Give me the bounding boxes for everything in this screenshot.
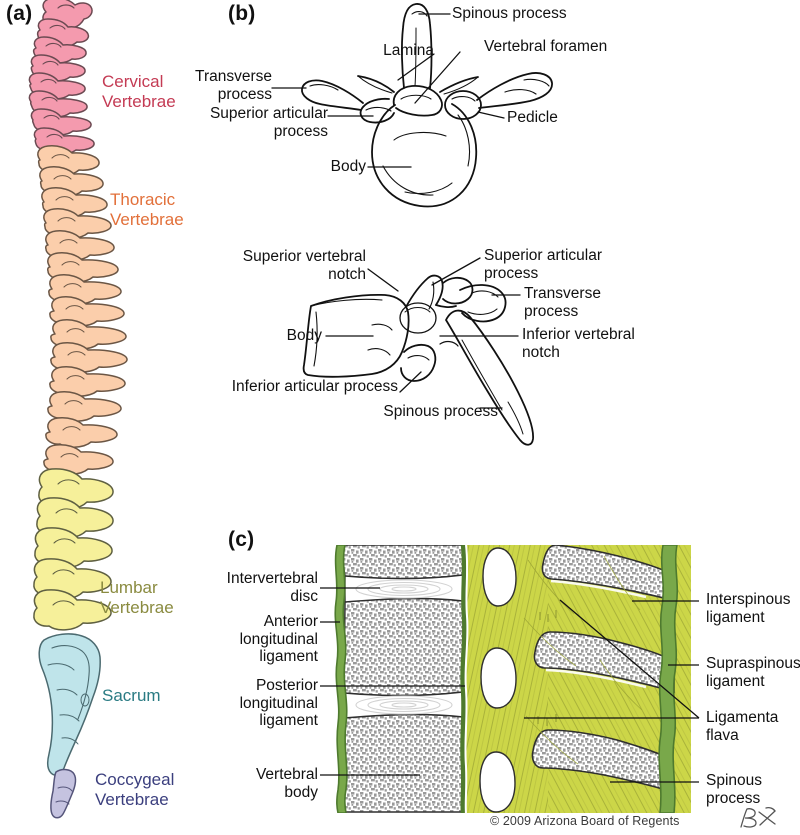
region-label-cervical-text: Cervical Vertebrae — [102, 72, 176, 111]
label-text: Superior vertebral notch — [242, 248, 366, 283]
panel-a-letter: (a) — [6, 2, 33, 25]
panel-c-leader-lines — [320, 587, 700, 783]
artist-signature-icon — [740, 806, 776, 828]
label-text: Body — [330, 158, 366, 175]
label-spinous-process-lateral: Spinous process — [340, 403, 498, 421]
label-text: Superior articular process — [484, 247, 603, 282]
label-superior-articular-process-sup: Superior articular process — [148, 105, 328, 140]
label-text: Spinous process — [383, 403, 498, 420]
cervical-region — [28, 0, 95, 155]
label-superior-articular-process-lat: Superior articular process — [484, 247, 602, 282]
label-anterior-longitudinal-ligament: Anterior longitudinal ligament — [190, 613, 318, 666]
label-intervertebral-disc: Intervertebral disc — [190, 570, 318, 605]
label-text: Posterior longitudinal ligament — [239, 677, 318, 729]
label-posterior-longitudinal-ligament: Posterior longitudinal ligament — [190, 677, 318, 730]
label-inferior-vertebral-notch: Inferior vertebral notch — [522, 326, 635, 361]
label-text: Body — [286, 327, 322, 344]
label-ligamenta-flava: Ligamenta flava — [706, 709, 778, 744]
label-text: Transverse process — [524, 285, 601, 320]
label-superior-vertebral-notch: Superior vertebral notch — [228, 248, 366, 283]
label-body-superior: Body — [298, 158, 366, 176]
label-supraspinous-ligament: Supraspinous ligament — [706, 655, 800, 690]
label-body-lateral: Body — [258, 327, 322, 345]
label-text: Anterior longitudinal ligament — [239, 613, 318, 665]
region-label-thoracic-text: Thoracic Vertebrae — [110, 190, 184, 229]
label-vertebral-body: Vertebral body — [190, 766, 318, 801]
label-interspinous-ligament: Interspinous ligament — [706, 591, 790, 626]
label-text: Spinous process — [706, 772, 763, 807]
region-label-lumbar: Lumbar Vertebrae — [100, 578, 174, 618]
panel-b-letter: (b) — [228, 2, 256, 25]
label-lamina: Lamina — [324, 42, 434, 60]
label-text: Vertebral foramen — [484, 38, 608, 55]
label-transverse-process-lateral: Transverse process — [524, 285, 601, 320]
label-text: Spinous process — [452, 5, 567, 22]
label-spinous-process-panel-c: Spinous process — [706, 772, 762, 807]
label-text: Intervertebral disc — [226, 570, 318, 605]
region-label-coccygeal: Coccygeal Vertebrae — [95, 770, 174, 810]
label-spinous-process-superior: Spinous process — [452, 5, 567, 23]
label-pedicle: Pedicle — [507, 109, 558, 127]
region-label-sacrum-text: Sacrum — [102, 686, 161, 705]
label-transverse-process-superior: Transverse process — [154, 68, 272, 103]
panel-c-letter: (c) — [228, 528, 255, 551]
region-label-sacrum: Sacrum — [102, 686, 161, 706]
label-text: Inferior vertebral notch — [522, 326, 635, 361]
label-text: Inferior articular process — [231, 378, 398, 395]
label-text: Supraspinous ligament — [706, 655, 800, 690]
panel-c-artwork — [328, 545, 691, 813]
label-text: Vertebral body — [255, 766, 318, 801]
copyright-notice: © 2009 Arizona Board of Regents — [490, 814, 680, 828]
region-label-lumbar-text: Lumbar Vertebrae — [100, 578, 174, 617]
label-text: Transverse process — [195, 68, 272, 103]
region-label-thoracic: Thoracic Vertebrae — [110, 190, 184, 230]
label-inferior-articular-process: Inferior articular process — [228, 378, 398, 396]
label-text: Superior articular process — [209, 105, 328, 140]
coccygeal-region — [50, 768, 77, 819]
label-text: Pedicle — [507, 109, 558, 126]
region-label-cervical: Cervical Vertebrae — [102, 72, 176, 112]
label-vertebral-foramen: Vertebral foramen — [484, 38, 607, 56]
label-text: Interspinous ligament — [706, 591, 791, 626]
region-label-coccygeal-text: Coccygeal Vertebrae — [95, 770, 175, 809]
label-text: Ligamenta flava — [706, 709, 779, 744]
sacrum-region — [38, 633, 101, 776]
label-text: Lamina — [383, 42, 434, 59]
